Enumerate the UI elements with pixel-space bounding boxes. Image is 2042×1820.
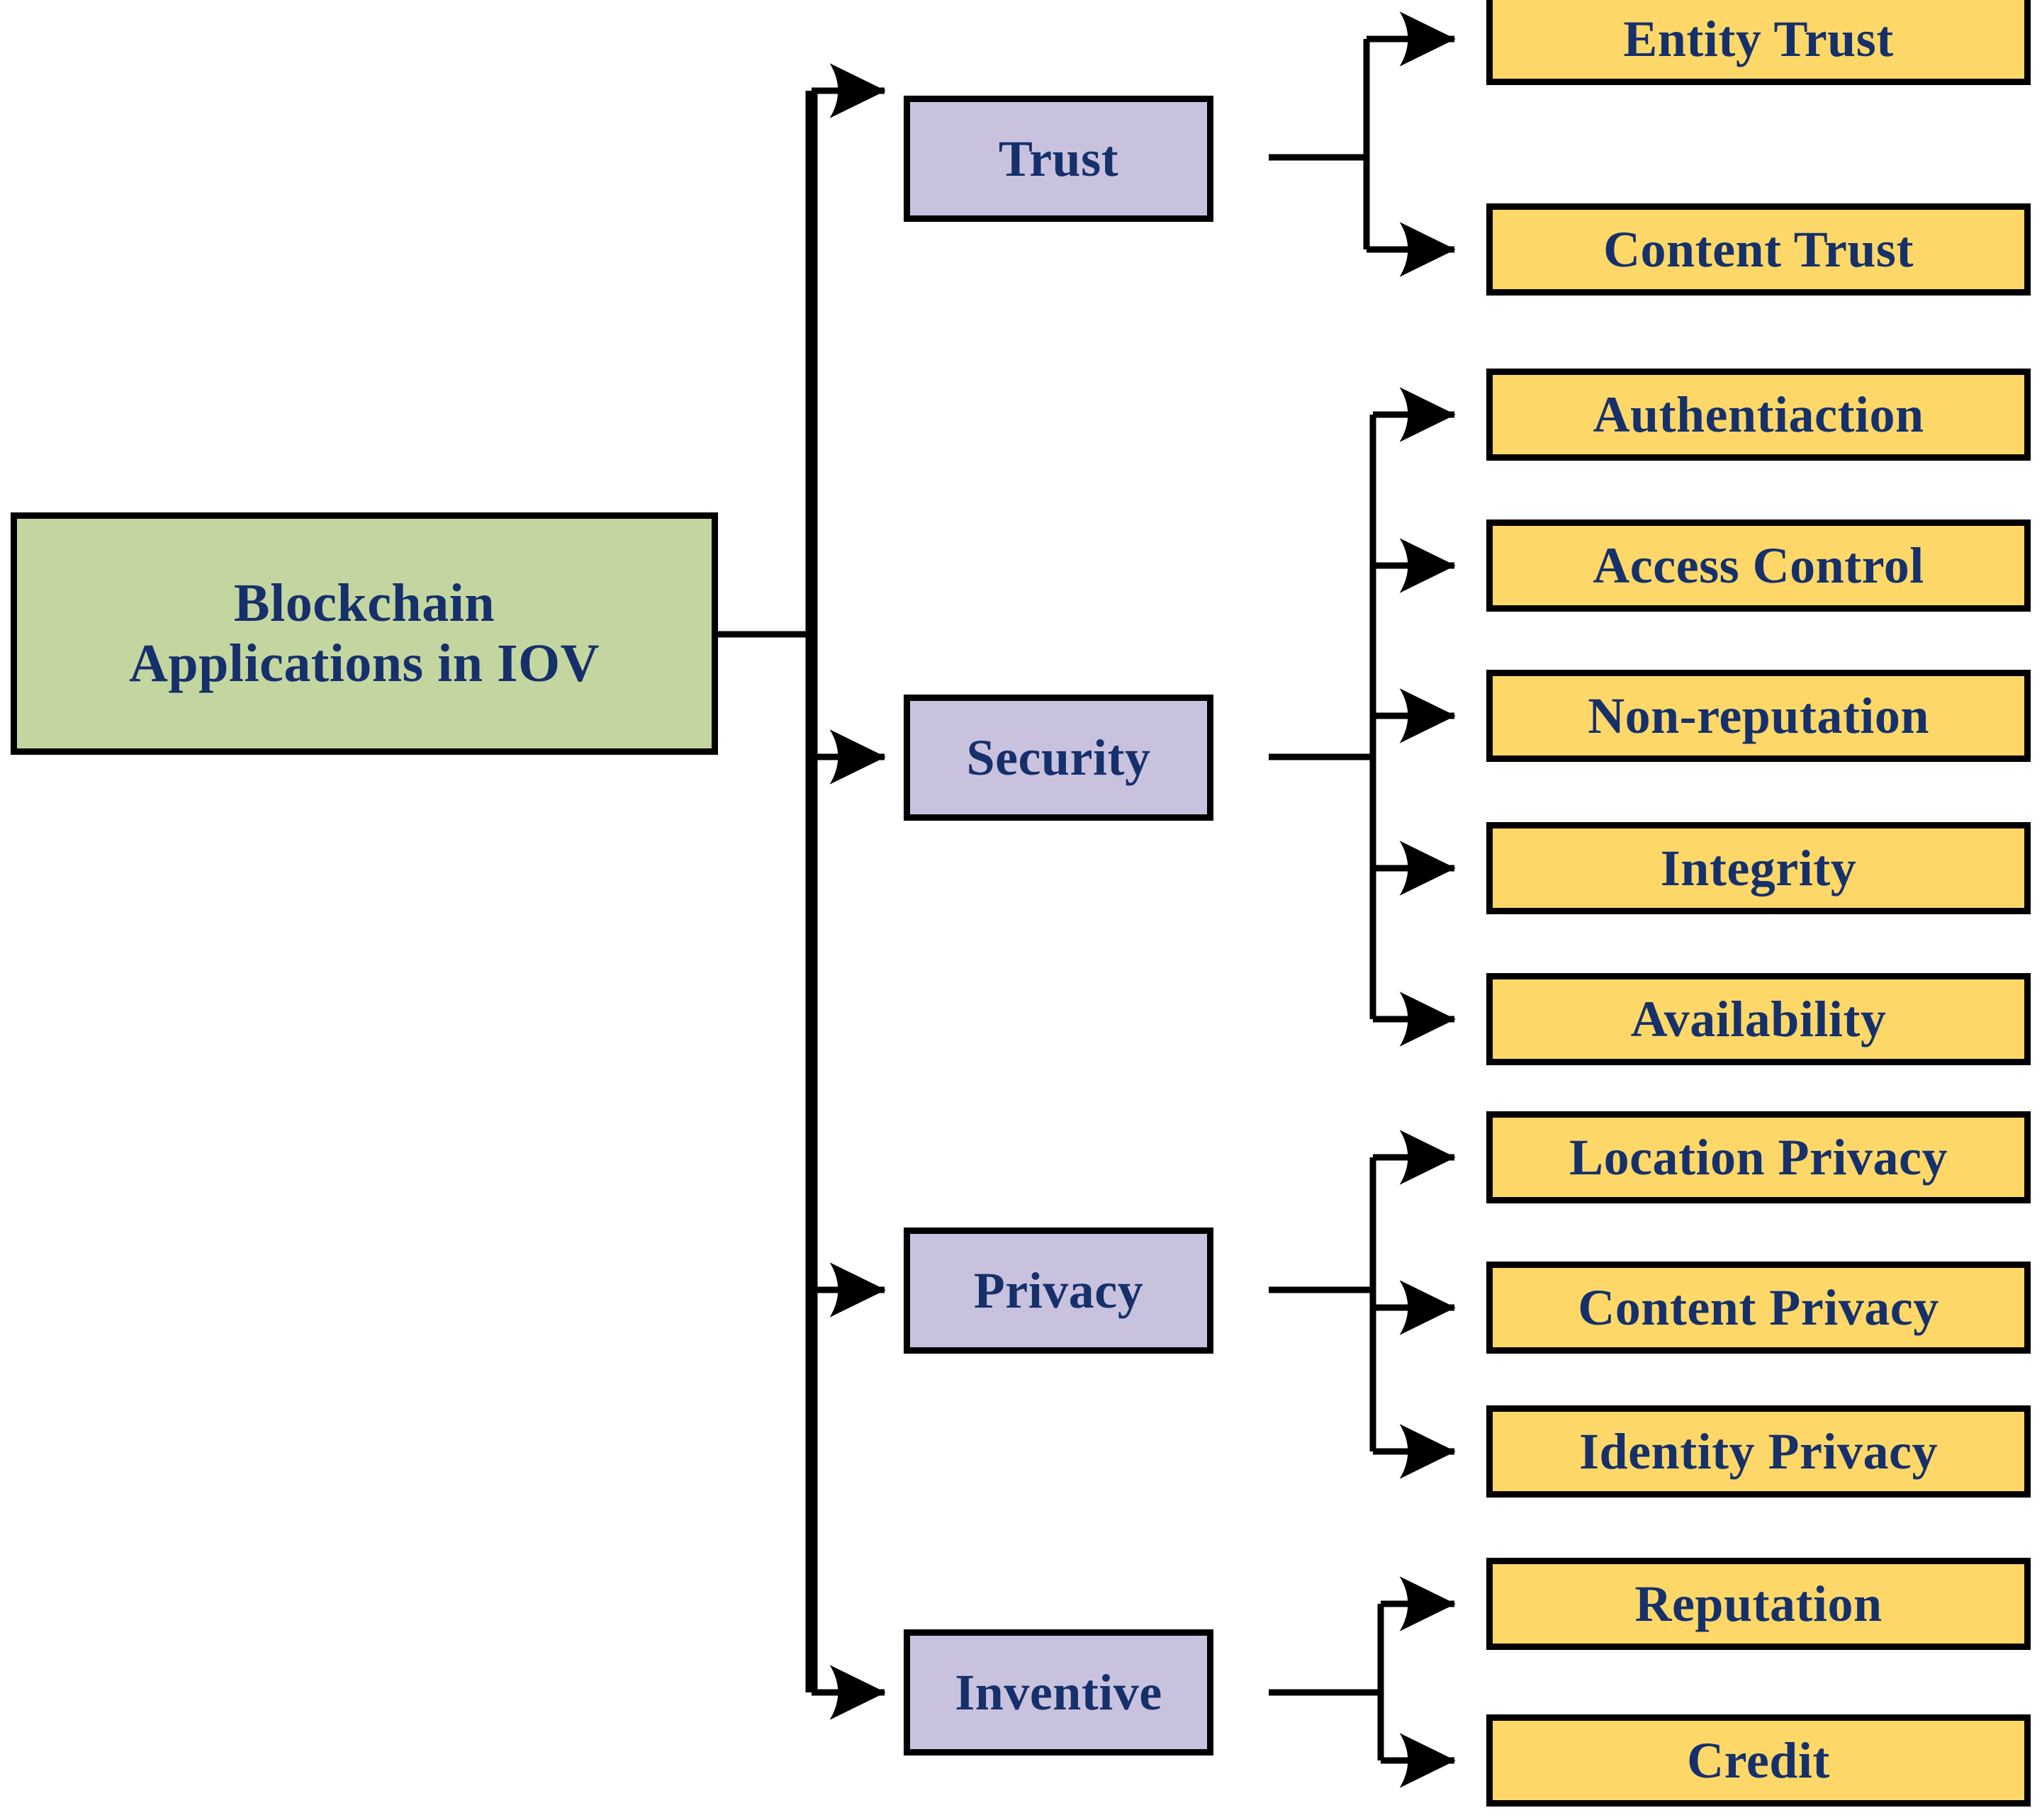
node-root[interactable]: Blockchain Applications in IOV bbox=[11, 512, 718, 755]
node-category-inventive[interactable]: Inventive bbox=[904, 1629, 1213, 1756]
node-root-line2: Applications in IOV bbox=[128, 634, 600, 693]
node-leaf-entity-trust[interactable]: Entity Trust bbox=[1486, 0, 2031, 85]
node-leaf-entity-trust-label: Entity Trust bbox=[1623, 10, 1894, 67]
node-leaf-access-control-label: Access Control bbox=[1593, 537, 1924, 594]
node-leaf-authentiaction-label: Authentiaction bbox=[1593, 386, 1924, 443]
node-leaf-identity-privacy[interactable]: Identity Privacy bbox=[1486, 1405, 2031, 1498]
node-category-security[interactable]: Security bbox=[904, 695, 1213, 821]
node-leaf-availability[interactable]: Availability bbox=[1486, 973, 2031, 1065]
node-leaf-location-privacy-label: Location Privacy bbox=[1569, 1128, 1948, 1186]
node-leaf-reputation[interactable]: Reputation bbox=[1486, 1558, 2031, 1650]
node-leaf-identity-privacy-label: Identity Privacy bbox=[1579, 1422, 1938, 1480]
node-category-trust-label: Trust bbox=[998, 130, 1119, 187]
node-category-privacy[interactable]: Privacy bbox=[904, 1228, 1213, 1354]
node-category-security-label: Security bbox=[966, 729, 1151, 786]
node-leaf-authentiaction[interactable]: Authentiaction bbox=[1486, 369, 2031, 461]
node-leaf-credit-label: Credit bbox=[1687, 1731, 1830, 1789]
node-leaf-credit[interactable]: Credit bbox=[1486, 1714, 2031, 1807]
node-leaf-availability-label: Availability bbox=[1630, 990, 1887, 1047]
node-category-inventive-label: Inventive bbox=[955, 1663, 1162, 1721]
node-leaf-content-privacy[interactable]: Content Privacy bbox=[1486, 1262, 2031, 1354]
node-leaf-non-reputation[interactable]: Non-reputation bbox=[1486, 670, 2031, 762]
node-leaf-content-trust[interactable]: Content Trust bbox=[1486, 203, 2031, 296]
node-leaf-reputation-label: Reputation bbox=[1634, 1575, 1883, 1632]
node-leaf-content-privacy-label: Content Privacy bbox=[1578, 1279, 1939, 1336]
node-leaf-access-control[interactable]: Access Control bbox=[1486, 519, 2031, 612]
node-leaf-integrity[interactable]: Integrity bbox=[1486, 822, 2031, 914]
node-leaf-integrity-label: Integrity bbox=[1660, 839, 1857, 897]
node-leaf-non-reputation-label: Non-reputation bbox=[1588, 687, 1929, 744]
node-category-trust[interactable]: Trust bbox=[904, 96, 1213, 222]
node-leaf-content-trust-label: Content Trust bbox=[1603, 220, 1914, 278]
node-leaf-location-privacy[interactable]: Location Privacy bbox=[1486, 1111, 2031, 1203]
node-root-label: Blockchain Applications in IOV bbox=[17, 573, 712, 694]
node-category-privacy-label: Privacy bbox=[973, 1262, 1144, 1319]
node-root-line1: Blockchain bbox=[233, 573, 495, 633]
